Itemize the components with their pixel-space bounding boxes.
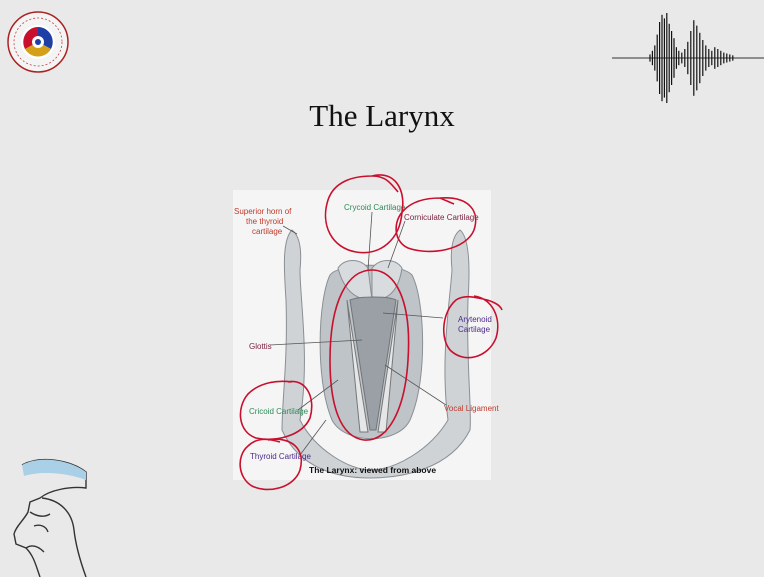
label-thyroid-cartilage: Thyroid Cartilage <box>250 452 311 461</box>
label-vocal-ligament: Vocal Ligament <box>444 404 499 413</box>
label-superior-horn-3: cartilage <box>252 227 283 236</box>
label-cricoid-cartilage: Cricoid Cartilage <box>249 407 309 416</box>
label-superior-horn-2: the thyroid <box>246 217 283 226</box>
label-corniculate-cartilage: Corniculate Cartilage <box>404 213 479 222</box>
figure-caption: The Larynx: viewed from above <box>309 465 436 475</box>
label-arytenoid-1: Arytenoid <box>458 315 492 324</box>
label-glottis: Glottis <box>249 342 272 351</box>
label-crycoid-cartilage: Crycoid Cartilage <box>344 203 406 212</box>
label-arytenoid-2: Cartilage <box>458 325 491 334</box>
label-superior-horn-1: Superior horn of <box>234 207 292 216</box>
